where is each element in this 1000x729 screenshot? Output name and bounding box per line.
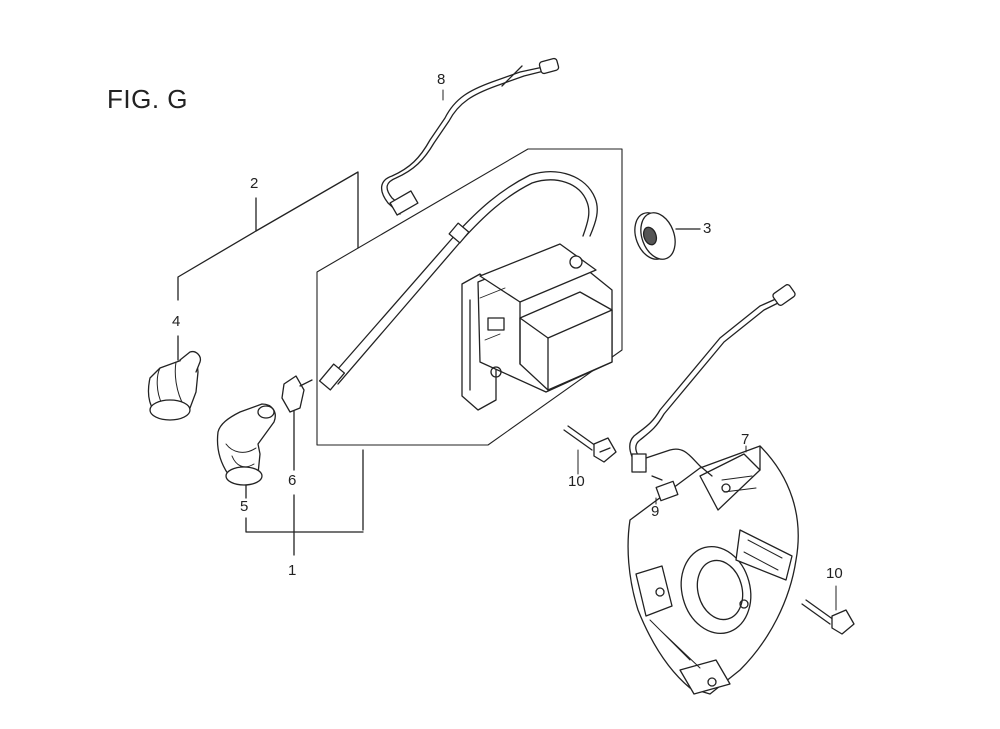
lead-wire-part-8 xyxy=(381,57,560,216)
callout-9: 9 xyxy=(651,503,660,520)
bracket-lines xyxy=(177,171,364,556)
high-tension-cord xyxy=(318,171,598,391)
bolt-part-10-upper xyxy=(563,425,617,463)
callout-4: 4 xyxy=(172,313,181,330)
plug-cap-part-4 xyxy=(147,350,202,421)
figure-title: FIG. G xyxy=(107,84,188,114)
bolt-part-10-lower xyxy=(801,599,855,635)
callout-8: 8 xyxy=(437,71,446,88)
terminal-part-6 xyxy=(281,375,313,413)
callout-3: 3 xyxy=(703,220,712,237)
coil-assembly-frame xyxy=(316,148,623,446)
leader-lines xyxy=(442,89,837,611)
plug-cap-part-5 xyxy=(216,403,276,486)
callout-1: 1 xyxy=(288,562,297,579)
callout-10-lower: 10 xyxy=(826,565,843,582)
ignition-coil xyxy=(461,243,613,411)
grommet-part-3 xyxy=(634,212,701,260)
stator-part-7 xyxy=(627,445,799,695)
callout-6: 6 xyxy=(288,472,297,489)
stator-wire xyxy=(629,284,796,477)
callout-2: 2 xyxy=(250,175,259,192)
callout-7: 7 xyxy=(741,431,750,448)
bolt-part-9 xyxy=(651,475,679,502)
callout-5: 5 xyxy=(240,498,249,515)
callout-10-upper: 10 xyxy=(568,473,585,490)
